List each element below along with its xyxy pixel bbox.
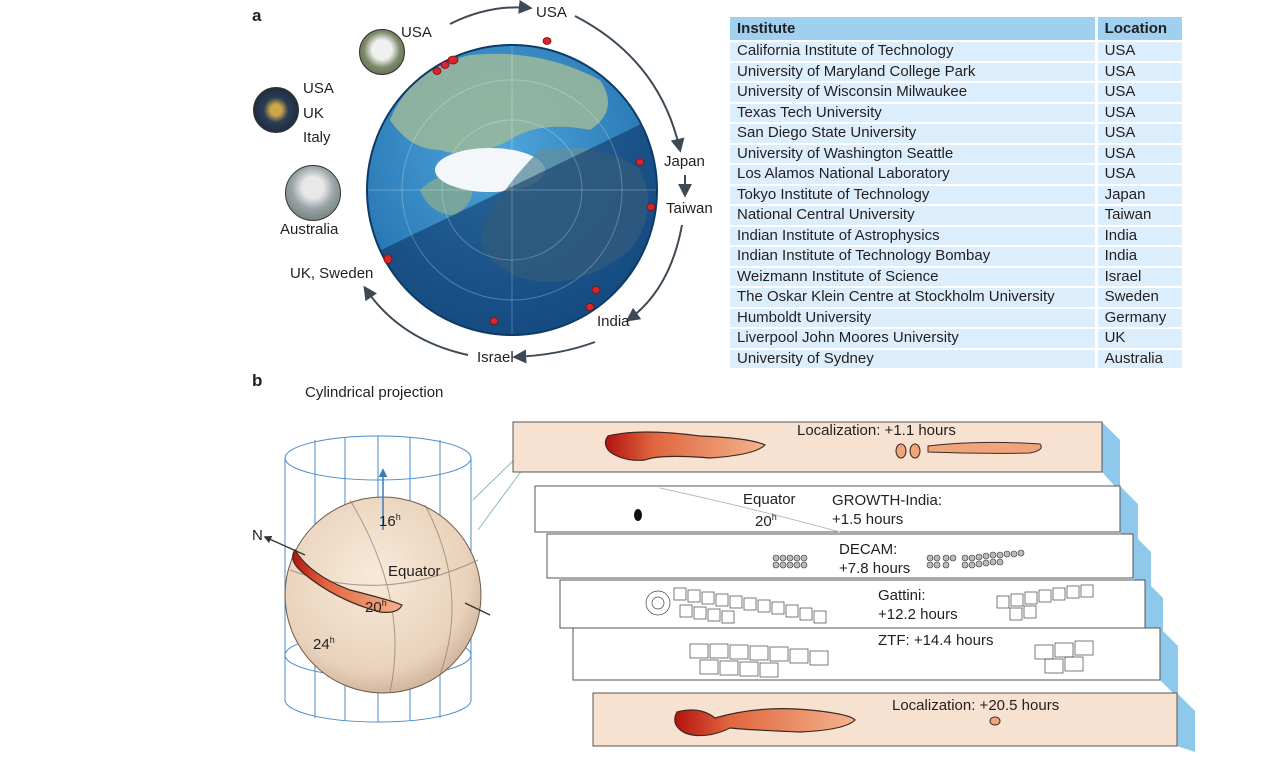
sphere-localization [292, 548, 403, 613]
institute-cell: Los Alamos National Laboratory [730, 165, 1095, 184]
strip-2-ra-label: 20h [755, 512, 777, 530]
institute-cell: University of Sydney [730, 349, 1095, 368]
location-cell: India [1094, 247, 1182, 266]
institute-cell: University of Washington Seattle [730, 144, 1095, 163]
institute-cell: Indian Institute of Astrophysics [730, 226, 1095, 245]
label-uk-sweden: UK, Sweden [290, 265, 374, 282]
institute-cell: University of Maryland College Park [730, 62, 1095, 81]
strip-gattini [559, 579, 1146, 629]
location-cell: USA [1094, 103, 1182, 122]
strip-3-label: DECAM:+7.8 hours [839, 541, 911, 577]
satellite-country-labels: USA UK Italy [303, 80, 334, 146]
institute-cell: University of Wisconsin Milwaukee [730, 83, 1095, 102]
strip-6-label: Localization: +20.5 hours [892, 697, 1060, 714]
location-cell: Sweden [1094, 288, 1182, 307]
table-row: The Oskar Klein Centre at Stockholm Univ… [730, 288, 1182, 307]
institute-cell: Texas Tech University [730, 103, 1095, 122]
strip-1-label: Localization: +1.1 hours [797, 422, 956, 439]
location-cell: USA [1094, 144, 1182, 163]
label-australia: Australia [280, 221, 339, 238]
label-israel: Israel [477, 349, 514, 366]
table-header-row: Institute Location [730, 17, 1182, 40]
label-usa-left: USA [401, 24, 432, 41]
location-cell: USA [1094, 124, 1182, 143]
location-cell: India [1094, 226, 1182, 245]
globe-map [367, 45, 657, 335]
location-cell: USA [1094, 83, 1182, 102]
institute-cell: Liverpool John Moores University [730, 329, 1095, 348]
radio-telescope-icon [285, 165, 341, 221]
globe-a-illustration [363, 0, 692, 364]
north-label: N [252, 527, 263, 544]
satellite-icon [253, 87, 299, 133]
strip-5-label: ZTF: +14.4 hours [878, 632, 994, 649]
institute-table: Institute Location California Institute … [730, 15, 1182, 370]
ra-20h-label: 20h [365, 598, 387, 616]
institute-cell: San Diego State University [730, 124, 1095, 143]
label-usa-top: USA [536, 4, 567, 21]
location-cell: UK [1094, 329, 1182, 348]
equator-label: Equator [388, 563, 441, 580]
location-cell: USA [1094, 165, 1182, 184]
strip-growth-india [534, 485, 1121, 533]
location-header: Location [1094, 17, 1182, 40]
location-cell: Germany [1094, 308, 1182, 327]
label-india: India [597, 313, 630, 330]
institute-cell: National Central University [730, 206, 1095, 225]
network-arrows [363, 0, 692, 364]
institute-header: Institute [730, 17, 1095, 40]
institute-cell: Weizmann Institute of Science [730, 267, 1095, 286]
cylindrical-projection-title: Cylindrical projection [305, 384, 444, 401]
label-japan: Japan [664, 153, 705, 170]
observatory-site-markers [383, 37, 656, 325]
ra-24h-label: 24h [313, 635, 335, 653]
location-cell: Israel [1094, 267, 1182, 286]
strip-decam [546, 533, 1134, 579]
location-cell: Taiwan [1094, 206, 1182, 225]
institute-cell: Humboldt University [730, 308, 1095, 327]
panel-a-letter: a [252, 6, 262, 25]
location-cell: Japan [1094, 185, 1182, 204]
location-cell: Australia [1094, 349, 1182, 368]
institute-cell: Tokyo Institute of Technology [730, 185, 1095, 204]
label-taiwan: Taiwan [666, 200, 713, 217]
projection-diagram [263, 421, 1195, 752]
strip-ztf [572, 627, 1161, 681]
strip-4-label: Gattini:+12.2 hours [878, 587, 958, 623]
survey-strips [512, 421, 1195, 752]
institute-cell: California Institute of Technology [730, 42, 1095, 61]
panel-b-letter: b [252, 371, 263, 390]
institute-cell: Indian Institute of Technology Bombay [730, 247, 1095, 266]
strip-2-equator-label: Equator [743, 491, 796, 508]
strip-2-label: GROWTH-India:+1.5 hours [832, 492, 943, 528]
ra-16h-label: 16h [379, 512, 401, 530]
location-cell: USA [1094, 42, 1182, 61]
location-cell: USA [1094, 62, 1182, 81]
institute-cell: The Oskar Klein Centre at Stockholm Univ… [730, 288, 1095, 307]
observatory-dome-icon [359, 29, 405, 75]
